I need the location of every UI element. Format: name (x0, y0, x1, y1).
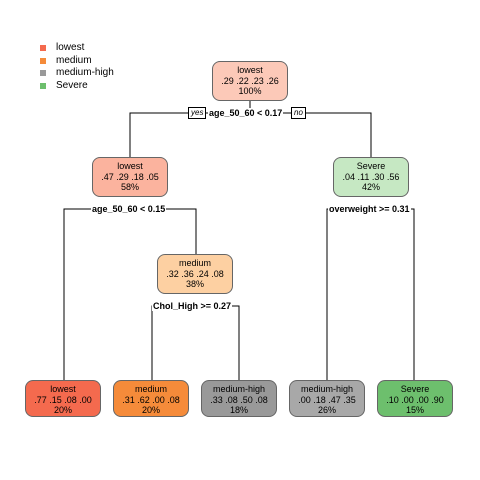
split-label-right: overweight >= 0.31 (328, 204, 411, 214)
tree-leaf: lowest .77 .15 .08 .00 20% (25, 380, 101, 417)
legend-item: lowest (40, 42, 114, 55)
node-probs: .10 .00 .00 .90 (386, 394, 444, 405)
legend-swatch (40, 57, 46, 64)
node-probs: .29 .22 .23 .26 (221, 75, 279, 86)
legend-swatch (40, 70, 46, 77)
legend-label: medium (56, 54, 92, 66)
yes-tag: yes (188, 107, 207, 119)
node-percent: 26% (317, 405, 336, 415)
legend-item: medium-high (40, 67, 114, 80)
legend-swatch (40, 45, 46, 52)
legend-label: medium-high (56, 67, 114, 78)
split-label-mid: Chol_High >= 0.27 (152, 301, 233, 311)
tree-leaf: medium-high .00 .18 .47 .35 26% (289, 380, 365, 417)
node-percent: 15% (405, 405, 424, 415)
node-class: medium (134, 384, 167, 394)
node-class: medium (178, 258, 211, 268)
node-probs: .31 .62 .00 .08 (122, 394, 180, 405)
legend-swatch (40, 82, 46, 89)
node-probs: .32 .36 .24 .08 (166, 268, 224, 279)
node-probs: .33 .08 .50 .08 (210, 394, 268, 405)
tree-leaf: medium-high .33 .08 .50 .08 18% (201, 380, 277, 417)
node-probs: .77 .15 .08 .00 (34, 394, 92, 405)
node-percent: 58% (120, 182, 139, 192)
node-percent: 20% (141, 405, 160, 415)
node-percent: 100% (238, 86, 262, 96)
node-class: Severe (356, 161, 386, 171)
node-probs: .04 .11 .30 .56 (342, 171, 400, 182)
legend-item: medium (40, 55, 114, 68)
node-class: medium-high (212, 384, 266, 394)
tree-node-mid: medium .32 .36 .24 .08 38% (157, 254, 233, 294)
tree-leaf: Severe .10 .00 .00 .90 15% (377, 380, 453, 417)
tree-node-right: Severe .04 .11 .30 .56 42% (333, 157, 409, 197)
node-percent: 42% (361, 182, 380, 192)
tree-leaf: medium .31 .62 .00 .08 20% (113, 380, 189, 417)
node-probs: .47 .29 .18 .05 (101, 171, 159, 182)
node-percent: 38% (185, 279, 204, 289)
split-label-root: age_50_60 < 0.17 (208, 108, 284, 118)
node-class: Severe (400, 384, 430, 394)
node-class: lowest (50, 384, 76, 394)
node-class: lowest (237, 65, 263, 75)
node-percent: 18% (229, 405, 248, 415)
tree-node-root: lowest .29 .22 .23 .26 100% (212, 61, 288, 101)
legend: lowest medium medium-high Severe (40, 42, 114, 92)
node-class: lowest (117, 161, 143, 171)
node-probs: .00 .18 .47 .35 (298, 394, 356, 405)
legend-label: Severe (56, 79, 88, 91)
legend-label: lowest (56, 42, 85, 53)
tree-node-left: lowest .47 .29 .18 .05 58% (92, 157, 168, 197)
split-label-left: age_50_60 < 0.15 (91, 204, 167, 214)
node-percent: 20% (53, 405, 72, 415)
node-class: medium-high (300, 384, 354, 394)
legend-item: Severe (40, 80, 114, 93)
no-tag: no (291, 107, 306, 119)
